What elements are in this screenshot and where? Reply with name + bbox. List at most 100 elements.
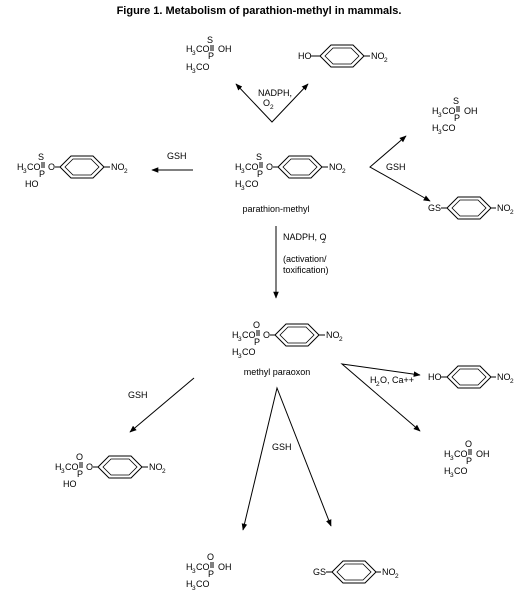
svg-text:2: 2 [376,381,380,388]
svg-text:NADPH,: NADPH, [258,88,292,98]
dimethyl-phosphoric-acid-right: H 3 CO O P OH H 3 CO [444,439,490,479]
svg-text:CO: CO [65,462,79,472]
svg-text:O: O [253,320,260,330]
parathion-methyl-structure: H 3 CO S P O H 3 CO NO 2 [235,152,346,192]
svg-text:S: S [256,152,262,162]
svg-text:HO: HO [428,372,442,382]
svg-text:2: 2 [384,57,388,64]
svg-text:H: H [444,449,451,459]
svg-text:P: P [466,456,472,466]
svg-text:3: 3 [192,68,196,75]
svg-text:2: 2 [124,168,128,175]
svg-text:H: H [186,562,193,572]
svg-text:NO: NO [149,462,163,472]
svg-text:HO: HO [298,51,312,61]
dimethyl-phosphorothioic-acid-top: H 3 CO S P OH H 3 CO [186,35,232,75]
svg-text:P: P [254,337,260,347]
svg-text:NO: NO [497,203,511,213]
activation-arrow: NADPH, O 2 (activation/ toxification) [273,226,329,299]
svg-text:CO: CO [242,330,256,340]
svg-text:GSH: GSH [272,442,292,452]
svg-text:2: 2 [339,336,343,343]
svg-text:P: P [77,469,83,479]
svg-text:CO: CO [442,106,456,116]
svg-text:H: H [370,375,377,385]
svg-text:CO: CO [196,562,210,572]
svg-text:3: 3 [192,568,196,575]
hydrolysis-arrows: H 2 O, Ca++ [340,363,421,432]
svg-text:HO: HO [25,179,39,189]
svg-text:GSH: GSH [128,390,148,400]
svg-text:O: O [48,162,55,172]
svg-text:NADPH, O: NADPH, O [283,232,327,242]
svg-text:H: H [232,330,239,340]
svg-text:O: O [266,162,273,172]
svg-text:O: O [465,439,472,449]
p-nitrophenol-lower: HO NO 2 [428,365,514,389]
svg-text:3: 3 [241,168,245,175]
svg-text:H: H [444,466,451,476]
svg-text:P: P [454,113,460,123]
svg-text:H: H [55,462,62,472]
svg-text:H: H [235,179,242,189]
svg-text:O, Ca++: O, Ca++ [380,375,414,385]
svg-text:2: 2 [342,168,346,175]
svg-text:2: 2 [162,468,166,475]
svg-text:H: H [17,162,24,172]
svg-text:S: S [453,96,459,106]
svg-text:3: 3 [450,455,454,462]
svg-text:O: O [263,98,270,108]
svg-text:GS: GS [428,203,441,213]
svg-text:GSH: GSH [167,151,187,161]
svg-text:CO: CO [245,162,259,172]
svg-text:P: P [39,169,45,179]
svg-text:3: 3 [238,336,242,343]
svg-text:O: O [76,452,83,462]
gsh-lower-center-arrows: GSH [241,386,332,531]
svg-text:H: H [186,62,193,72]
gsh-dearylation-arrows: GSH [369,135,431,202]
svg-text:S: S [207,35,213,45]
svg-text:NO: NO [371,51,385,61]
figure-title: Figure 1. Metabolism of parathion-methyl… [117,5,402,17]
s-p-nitrophenyl-glutathione-top: GS NO 2 [428,196,514,220]
svg-text:OH: OH [464,106,478,116]
svg-text:P: P [257,169,263,179]
parathion-methyl-label: parathion-methyl [242,204,309,214]
svg-text:O: O [263,330,270,340]
svg-text:H: H [186,579,193,589]
svg-text:2: 2 [322,238,326,245]
svg-text:3: 3 [450,472,454,479]
svg-text:3: 3 [23,168,27,175]
svg-text:P: P [208,569,214,579]
svg-text:H: H [186,44,193,54]
svg-text:CO: CO [442,123,456,133]
svg-text:2: 2 [510,378,514,385]
svg-text:O: O [86,462,93,472]
svg-text:GS: GS [313,567,326,577]
svg-text:H: H [235,162,242,172]
svg-text:HO: HO [63,479,77,489]
svg-text:CO: CO [196,44,210,54]
svg-text:H: H [432,123,439,133]
svg-text:3: 3 [438,129,442,136]
desmethyl-parathion-methyl: H 3 CO S P O HO NO 2 [17,152,128,189]
svg-text:3: 3 [61,468,65,475]
svg-text:H: H [232,347,239,357]
svg-text:CO: CO [245,179,259,189]
svg-text:3: 3 [192,50,196,57]
svg-text:OH: OH [218,44,232,54]
s-p-nitrophenyl-glutathione-bottom: GS NO 2 [313,560,399,584]
svg-text:OH: OH [218,562,232,572]
oxidative-desulfuration-arrows: NADPH, O 2 [235,83,309,123]
svg-text:2: 2 [395,573,399,580]
svg-text:CO: CO [27,162,41,172]
gsh-lower-left-arrow: GSH [128,377,195,433]
p-nitrophenol-top: HO NO 2 [298,44,388,68]
svg-text:NO: NO [326,330,340,340]
methyl-paraoxon-structure: H 3 CO O P O H 3 CO NO 2 [232,320,343,360]
svg-text:(activation/: (activation/ [283,254,327,264]
dimethyl-phosphorothioic-acid-right: H 3 CO S P OH H 3 CO [432,96,478,136]
